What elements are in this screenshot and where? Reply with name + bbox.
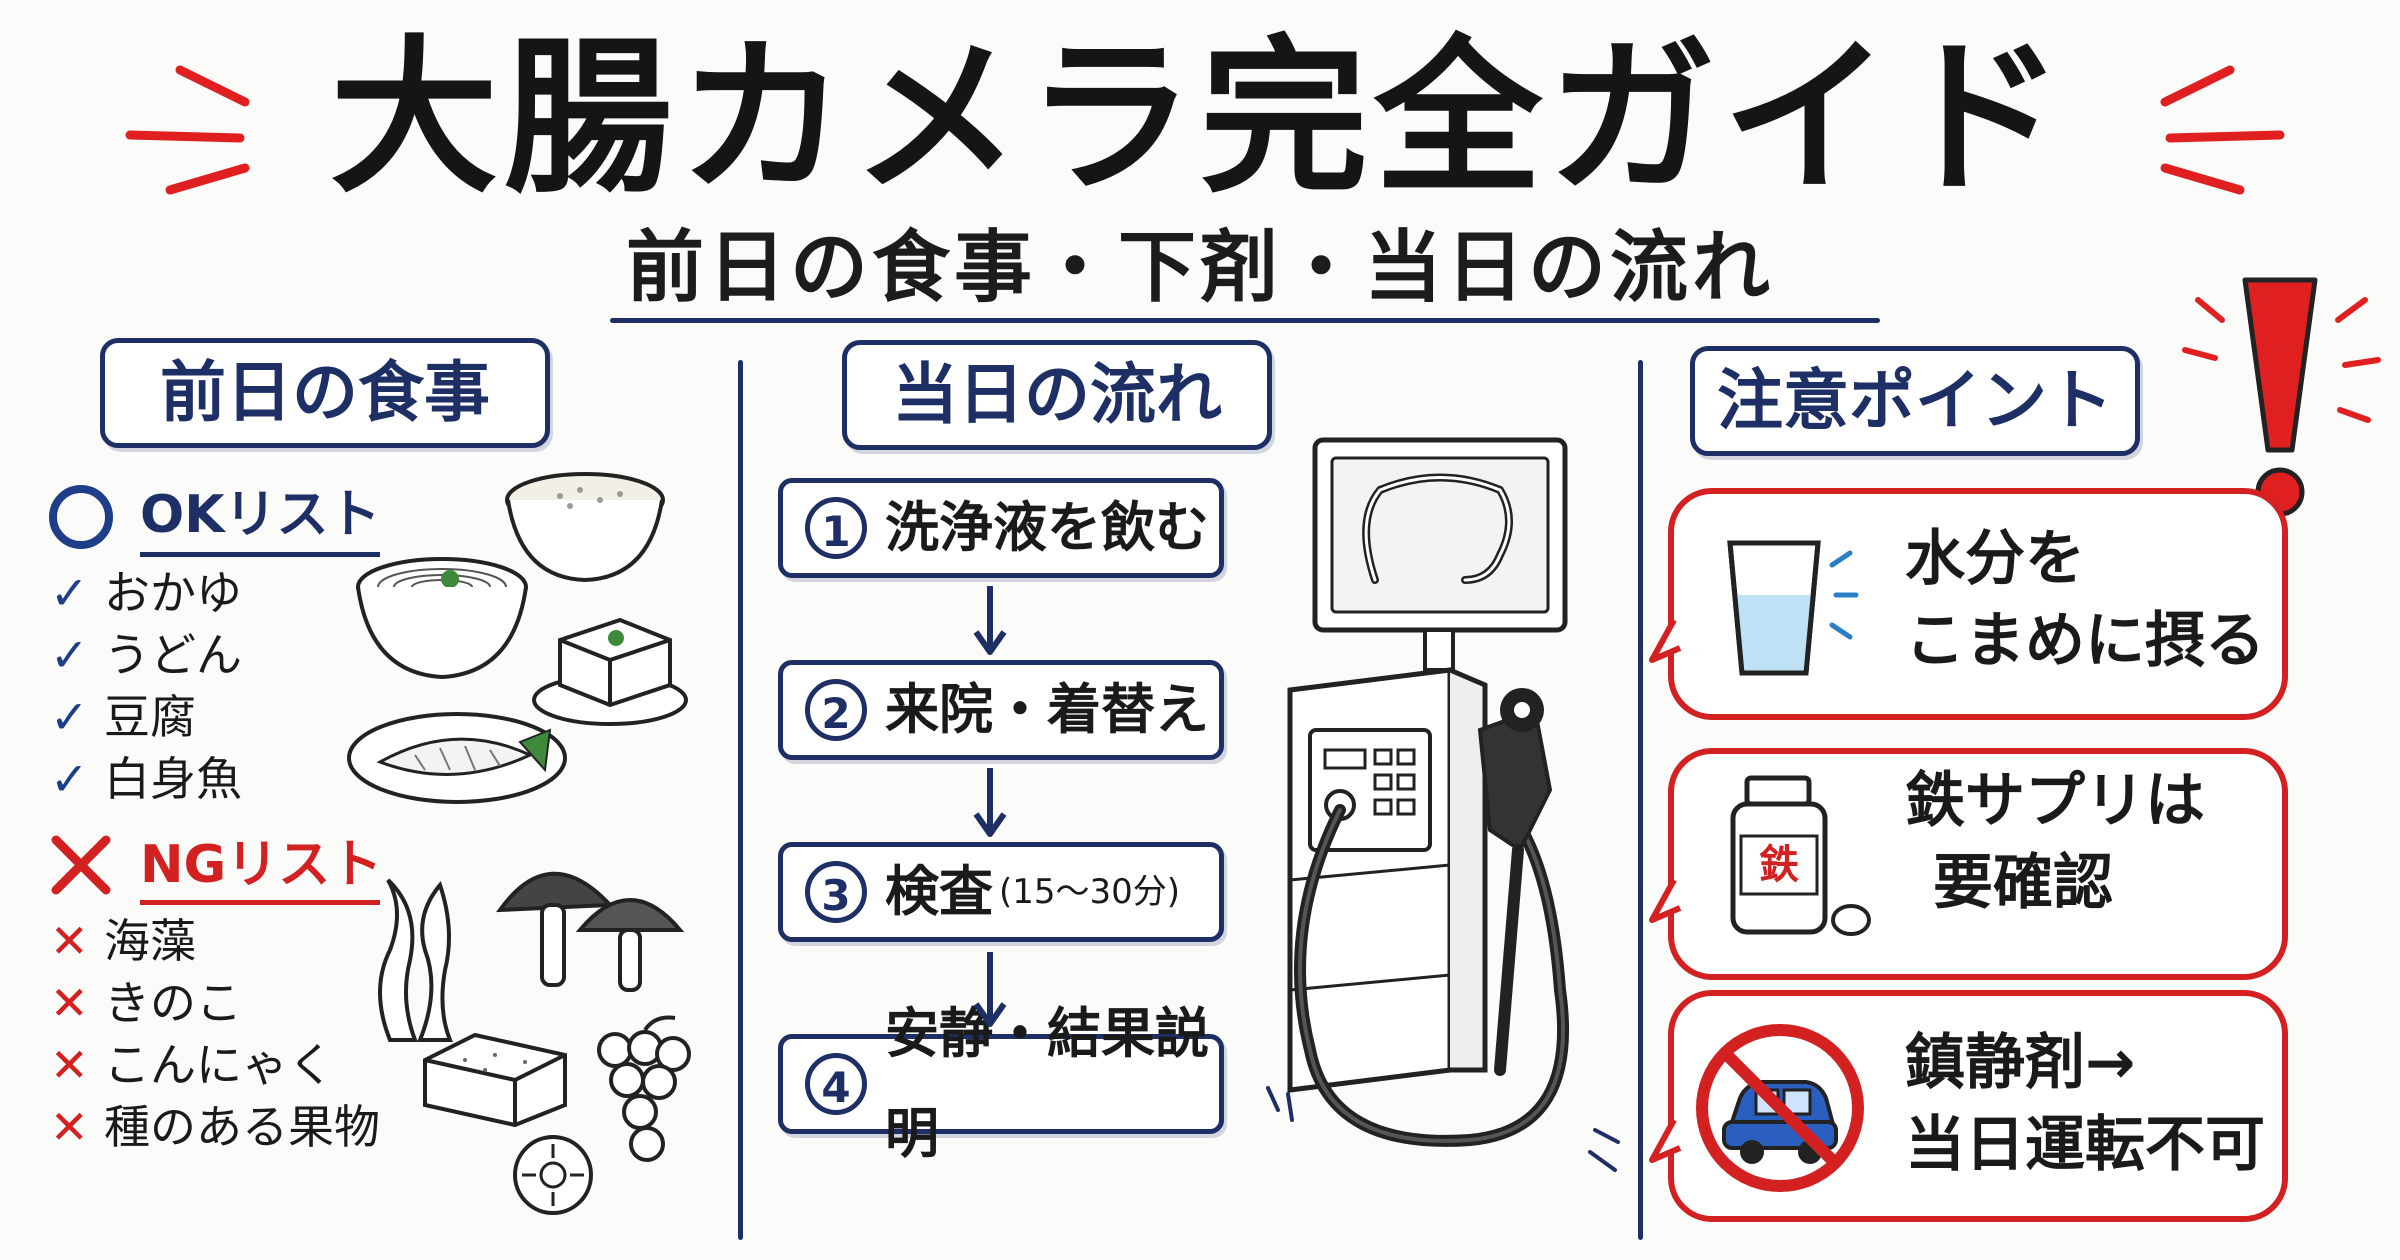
ok-list-heading: OKリスト <box>140 485 381 545</box>
cross-icon: ✕ <box>50 1100 89 1154</box>
list-item: ✕種のある果物 <box>50 1096 410 1158</box>
step-number: 2 <box>805 679 867 741</box>
arrow-down-icon <box>973 952 1007 1027</box>
list-item: ✓うどん <box>50 624 390 686</box>
page-title: 大腸カメラ完全ガイド <box>330 20 2070 216</box>
seaweed-icon <box>378 878 453 1042</box>
flow-step-1: 1 洗浄液を飲む <box>778 478 1224 578</box>
tofu-icon <box>532 617 688 726</box>
no-driving-icon <box>1696 1024 1864 1192</box>
bubble-tail-icon <box>1649 618 1682 663</box>
arrow-down-icon <box>973 768 1007 837</box>
step-number: 3 <box>805 861 867 923</box>
flow-step-3: 3 検査 (15～30分) <box>778 842 1224 942</box>
water-glass-icon <box>1727 540 1859 676</box>
mushroom-icon <box>495 871 685 992</box>
caution-text: 鉄サプリは 要確認 <box>1905 766 2205 918</box>
step-note: (15～30分) <box>999 872 1181 912</box>
ok-list-underline <box>140 552 380 557</box>
check-icon: ✓ <box>50 628 89 682</box>
step-number: 4 <box>805 1053 867 1115</box>
flow-step-2: 2 来院・着替え <box>778 660 1224 760</box>
cross-icon: ✕ <box>50 976 89 1030</box>
check-icon: ✓ <box>50 752 89 806</box>
step-label: 検査 <box>885 860 993 923</box>
konjac-icon <box>423 1032 567 1128</box>
list-item: ✕海藻 <box>50 910 410 972</box>
list-item: ✓白身魚 <box>50 748 390 810</box>
ng-cross-icon <box>51 835 111 895</box>
cross-icon: ✕ <box>50 914 89 968</box>
flow-step-4: 4 安静・結果説明 <box>778 1002 1224 1165</box>
column-divider-right <box>1638 360 1643 1240</box>
iron-label: 鉄 <box>1759 842 1799 888</box>
caution-text: 鎮静剤→ 当日運転不可 <box>1905 1028 2265 1180</box>
exclamation-icon <box>2182 277 2381 517</box>
bubble-tail-icon <box>1649 1118 1682 1163</box>
step-label: 洗浄液を飲む <box>885 496 1209 559</box>
subtitle-underline <box>610 318 1880 323</box>
iron-supplement-icon: 鉄 <box>1725 770 1875 940</box>
meal-section-heading: 前日の食事 <box>100 338 550 448</box>
step-label: 安静・結果説明 <box>885 1002 1209 1165</box>
check-icon: ✓ <box>50 690 89 744</box>
list-item: ✕きのこ <box>50 972 410 1034</box>
udon-bowl-icon <box>356 557 528 680</box>
page-subtitle: 前日の食事・下剤・当日の流れ <box>625 223 1774 313</box>
list-item: ✓おかゆ <box>50 562 390 624</box>
caution-text: 水分を こまめに摂る <box>1905 524 2265 676</box>
step-label: 来院・着替え <box>885 678 1209 741</box>
check-icon: ✓ <box>50 566 89 620</box>
arrow-down-icon <box>973 586 1007 655</box>
caution-point-water <box>1668 488 2288 720</box>
cross-icon: ✕ <box>50 1038 89 1092</box>
ok-list: ✓おかゆ ✓うどん ✓豆腐 ✓白身魚 <box>50 562 390 810</box>
endoscope-machine-icon <box>1266 437 1620 1172</box>
rice-bowl-icon <box>505 472 665 583</box>
flow-section-heading: 当日の流れ <box>842 340 1272 450</box>
ok-circle-icon <box>49 485 113 549</box>
white-fish-icon <box>347 712 567 804</box>
fruit-grapes-icon <box>597 1015 691 1162</box>
title-burst-right-icon <box>2160 65 2285 195</box>
title-burst-left-icon <box>125 65 250 195</box>
caution-section-heading: 注意ポイント <box>1690 346 2140 456</box>
ng-list: ✕海藻 ✕きのこ ✕こんにゃく ✕種のある果物 <box>50 910 410 1158</box>
ng-list-underline <box>140 900 380 905</box>
ng-list-heading: NGリスト <box>140 835 383 895</box>
step-number: 1 <box>805 497 867 559</box>
column-divider-left <box>738 360 743 1240</box>
list-item: ✕こんにゃく <box>50 1034 410 1096</box>
bubble-tail-icon <box>1649 878 1682 923</box>
kiwi-icon <box>513 1135 593 1215</box>
list-item: ✓豆腐 <box>50 686 390 748</box>
